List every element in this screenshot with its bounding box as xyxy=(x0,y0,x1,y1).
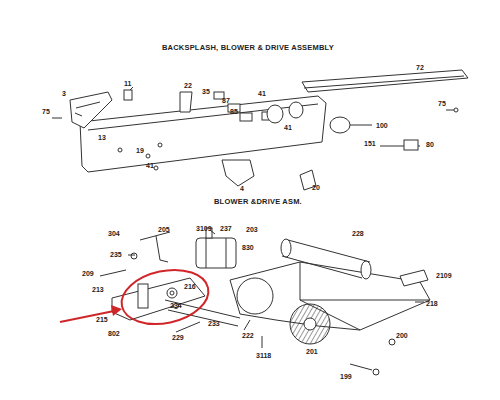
callout-number: 222 xyxy=(242,332,254,339)
callout-number: 4 xyxy=(240,185,244,192)
callout-number: 41 xyxy=(284,124,292,131)
callout-number: 2109 xyxy=(436,272,452,279)
diagram-title: BACKSPLASH, BLOWER & DRIVE ASSEMBLY xyxy=(162,44,334,52)
callout-number: 218 xyxy=(426,300,438,307)
callout-number: 41 xyxy=(258,90,266,97)
callout-number: 20 xyxy=(312,184,320,191)
callout-number: 75 xyxy=(42,108,50,115)
callout-number: 234 xyxy=(170,302,182,309)
callout-number: 80 xyxy=(426,141,434,148)
callout-number: 200 xyxy=(396,332,408,339)
callout-number: 830 xyxy=(242,244,254,251)
callout-number: 87 xyxy=(222,97,230,104)
callout-number: 229 xyxy=(172,334,184,341)
callout-number: 11 xyxy=(124,80,131,87)
callout-number: 3 xyxy=(62,90,66,97)
callout-number: 215 xyxy=(96,316,108,323)
callout-number: 213 xyxy=(92,286,104,293)
callout-number: 72 xyxy=(416,64,424,71)
callout-number: 216 xyxy=(184,283,196,290)
callout-number: 802 xyxy=(108,330,120,337)
callout-number: 85 xyxy=(230,108,238,115)
callout-number: 201 xyxy=(306,348,318,355)
callout-number: 151 xyxy=(364,140,376,147)
callout-number: 209 xyxy=(82,270,94,277)
callout-number: 205 xyxy=(158,226,170,233)
callout-number: 22 xyxy=(184,82,192,89)
callout-number: 19 xyxy=(136,147,144,154)
callout-number: 235 xyxy=(110,251,122,258)
callout-number: 228 xyxy=(352,230,364,237)
callout-number: 237 xyxy=(220,225,232,232)
callout-number: 203 xyxy=(246,226,258,233)
callout-number: 35 xyxy=(202,88,210,95)
callout-number: 13 xyxy=(98,134,106,141)
callout-number: 75 xyxy=(438,100,446,107)
callout-number: 100 xyxy=(376,122,388,129)
section-heading: BLOWER &DRIVE ASM. xyxy=(214,198,302,206)
callout-number: 41 xyxy=(146,162,154,169)
callout-number: 3118 xyxy=(256,352,271,359)
callout-number: 199 xyxy=(340,373,352,380)
callout-number: 3109 xyxy=(196,225,212,232)
callout-number: 304 xyxy=(108,230,120,237)
callout-number: 233 xyxy=(208,320,220,327)
